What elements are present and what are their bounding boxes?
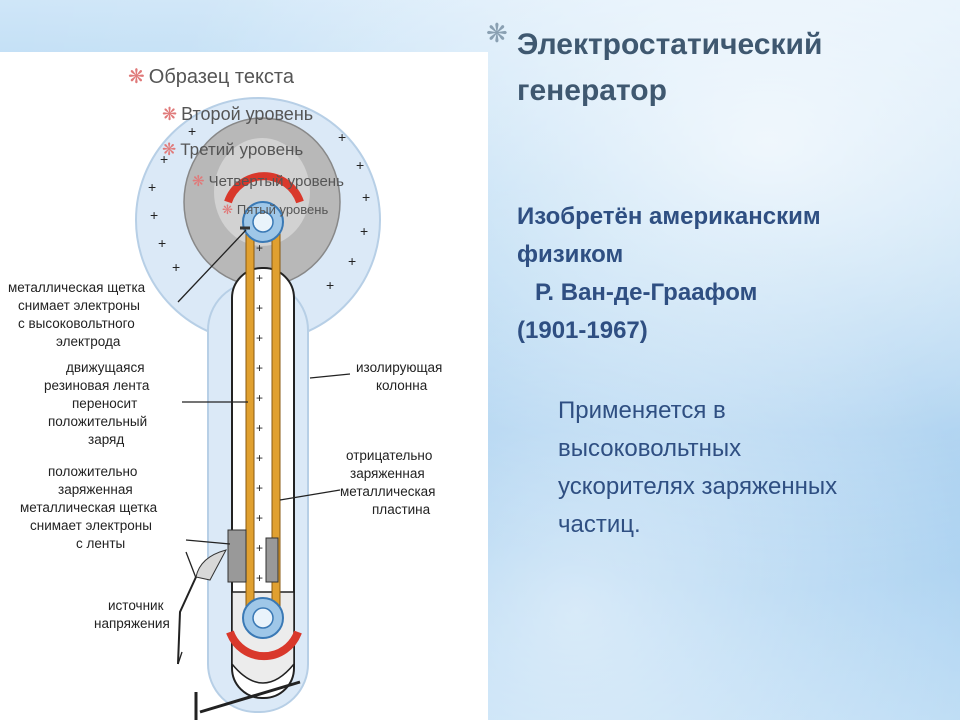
rotation-arrow-top [224, 172, 304, 204]
dome-inner-highlight [214, 138, 310, 246]
svg-text:+: + [360, 223, 368, 239]
svg-text:+: + [256, 451, 263, 465]
svg-text:+: + [256, 361, 263, 375]
label-plate: отрицательно заряженная металлическая пл… [340, 448, 439, 517]
svg-text:+: + [256, 271, 263, 285]
svg-text:+: + [158, 235, 166, 251]
title-bullet-icon: ❋ [486, 18, 508, 48]
slide-title[interactable]: Электростатический генератор [517, 28, 823, 107]
negative-plate [265, 537, 279, 583]
label-brush-bottom: положительно заряженная металлическая ще… [20, 464, 161, 551]
svg-text:+: + [256, 541, 263, 555]
svg-text:+: + [256, 481, 263, 495]
svg-text:+: + [362, 189, 370, 205]
source-wire [177, 576, 197, 665]
van-de-graaff-diagram: +++ +++ +++ +++ +++ +++ +++ +++ [8, 97, 446, 720]
slide-body-text[interactable]: Применяется в высоковольтных ускорителях… [558, 397, 838, 538]
svg-text:+: + [256, 511, 263, 525]
svg-text:+: + [256, 391, 263, 405]
svg-text:+: + [256, 421, 263, 435]
svg-text:+: + [256, 331, 263, 345]
diagram-panel: +++ +++ +++ +++ +++ +++ +++ +++ [0, 52, 488, 720]
label-source: источник напряжения [94, 598, 170, 631]
svg-text:+: + [338, 129, 346, 145]
slide-subtitle[interactable]: Изобретён американским физиком Р. Ван-де… [517, 203, 821, 344]
rotation-arrow-bottom [226, 630, 302, 661]
label-column: изолирующая колонна [356, 360, 446, 393]
svg-text:+: + [256, 301, 263, 315]
label-belt: движущаяся резиновая лента переносит пол… [44, 360, 153, 447]
svg-text:+: + [348, 253, 356, 269]
svg-text:+: + [326, 277, 334, 293]
svg-text:+: + [160, 151, 168, 167]
belt-left [245, 221, 255, 623]
svg-text:+: + [256, 241, 263, 255]
bottom-brush [227, 529, 247, 583]
svg-text:+: + [188, 123, 196, 139]
svg-text:+: + [356, 157, 364, 173]
dome-charges: +++ +++ +++ +++ [148, 123, 370, 293]
leader-lines [177, 229, 351, 665]
svg-text:+: + [172, 259, 180, 275]
svg-text:+: + [150, 207, 158, 223]
svg-text:+: + [148, 179, 156, 195]
label-brush-top: металлическая щетка снимает электроны с … [8, 280, 149, 349]
svg-text:+: + [256, 571, 263, 585]
belt-charges: + + + + + + + + + + + + [256, 241, 263, 585]
